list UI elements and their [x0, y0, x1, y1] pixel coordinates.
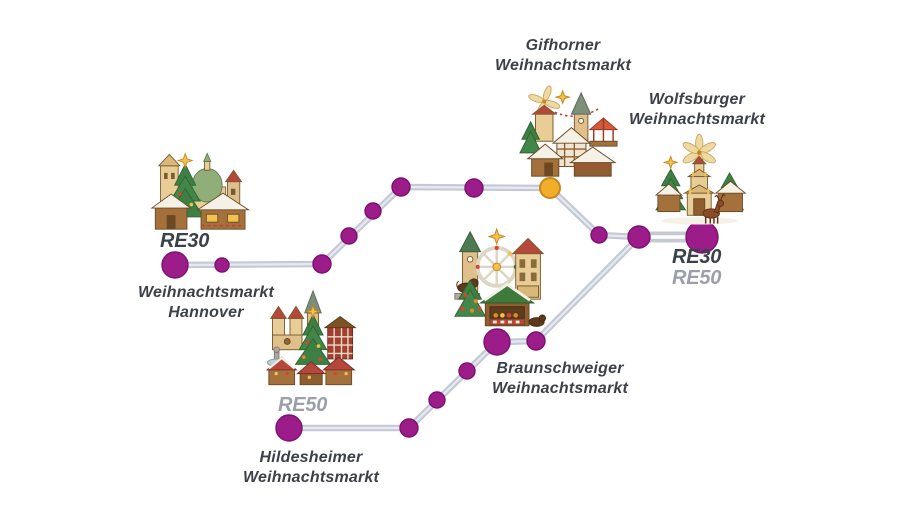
braunschweig-market-illustration [454, 227, 547, 327]
re30-label-hannover: RE30 [160, 230, 210, 252]
station-stop-9 [428, 391, 446, 409]
station-braunschweiger-weihnachtsmarkt [483, 328, 511, 356]
station-hildesheimer-weihnachtsmarkt-terminus [275, 414, 303, 442]
station-stop-7 [590, 226, 608, 244]
station-stop-5 [391, 177, 411, 197]
wolfsburg-market-label: Wolfsburger Weihnachtsmarkt [628, 91, 766, 128]
re30-label-wolfsburg: RE30 [672, 246, 722, 268]
hildesheim-market-illustration [265, 289, 357, 386]
station-junction [627, 225, 651, 249]
re50-label-wolfsburg: RE50 [672, 267, 722, 289]
station-stop-4 [364, 202, 382, 220]
station-stop-6 [464, 178, 484, 198]
station-stop-2 [312, 254, 332, 274]
hildesheim-market-label: Hildesheimer Weihnachtsmarkt [242, 449, 380, 486]
hannover-market-label: Weihnachtsmarkt Hannover [137, 284, 275, 321]
station-stop-3 [340, 227, 358, 245]
gifhorn-market-illustration [519, 85, 619, 177]
station-stop-1 [214, 257, 230, 273]
station-gifhorner-weihnachtsmarkt [539, 177, 561, 199]
stations-layer [161, 177, 719, 442]
station-stop-11 [526, 331, 546, 351]
wolfsburg-market-illustration [654, 133, 747, 225]
gifhorn-market-label: Gifhorner Weihnachtsmarkt [494, 37, 632, 74]
station-weihnachtsmarkt-hannover-terminus [161, 251, 189, 279]
re50-label-hildesheim: RE50 [278, 394, 328, 416]
station-stop-8 [399, 418, 419, 438]
station-stop-10 [458, 362, 476, 380]
hannover-market-illustration [150, 152, 251, 230]
braunschweig-market-label: Braunschweiger Weihnachtsmarkt [491, 360, 629, 397]
